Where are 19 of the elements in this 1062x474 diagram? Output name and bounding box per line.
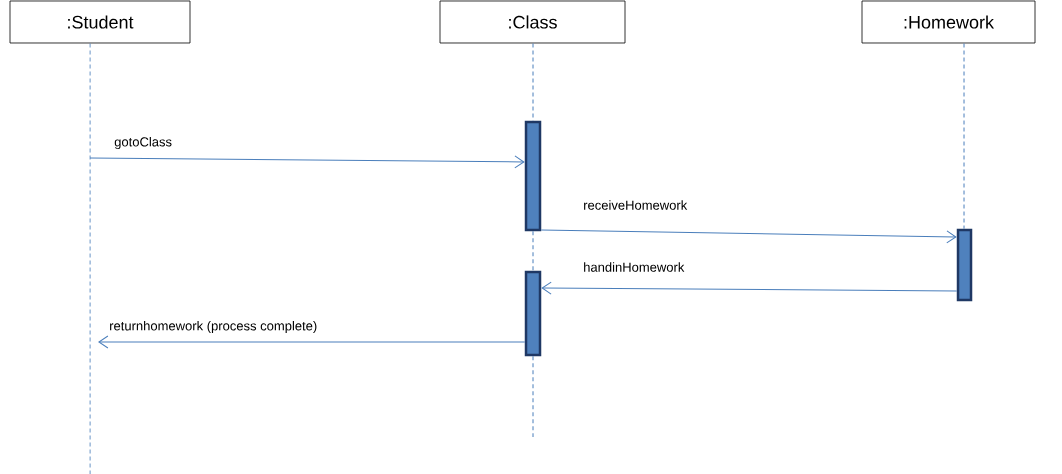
activation-bar: [956, 228, 973, 302]
message-label: handinHomework: [584, 262, 685, 272]
message-label: returnhomework (process complete): [110, 320, 317, 334]
message-arrow: [89, 155, 525, 169]
message-arrow: [541, 281, 958, 295]
lifeline: [532, 230, 534, 272]
message-label: gotoClass: [114, 136, 172, 150]
lifeline: [963, 42, 965, 230]
lifeline: [532, 42, 534, 122]
object-box: :Homework: [861, 0, 1036, 44]
activation-bar: [524, 120, 542, 232]
message-label: receiveHomework: [584, 200, 688, 210]
object-box: :Student: [9, 0, 191, 44]
message-arrow: [98, 335, 526, 349]
message-arrow: [540, 229, 957, 244]
lifeline: [532, 355, 534, 438]
activation-bar: [524, 270, 542, 357]
object-box: :Class: [439, 0, 626, 44]
lifeline: [89, 42, 91, 474]
